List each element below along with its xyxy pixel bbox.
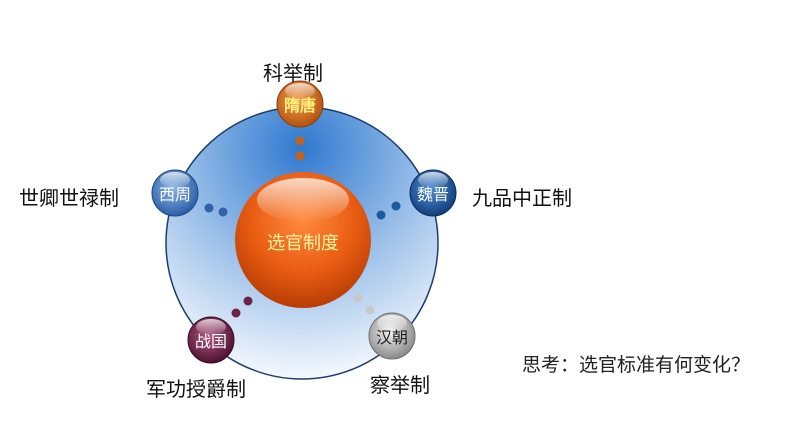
dots-sui-tang (295, 136, 305, 161)
node-warring-states: 战国 (187, 316, 235, 364)
node-sui-tang: 隋唐 (276, 80, 324, 128)
system-label-chaju: 察举制 (370, 373, 430, 397)
center-label: 选官制度 (267, 233, 339, 254)
node-label-wei-jin: 魏晋 (417, 185, 449, 204)
dots-wei-jin (376, 201, 401, 220)
system-label-shiqing: 世卿世禄制 (19, 186, 119, 210)
node-wei-jin: 魏晋 (409, 169, 457, 217)
node-label-han: 汉朝 (376, 328, 408, 347)
system-label-jungong: 军功授爵制 (146, 377, 246, 401)
node-han: 汉朝 (368, 312, 416, 360)
node-western-zhou: 西周 (151, 169, 199, 217)
node-label-western-zhou: 西周 (159, 185, 191, 204)
dots-warring-states (231, 296, 253, 318)
center-node: 选官制度 (235, 172, 371, 308)
node-label-warring-states: 战国 (195, 332, 227, 351)
system-label-keju: 科举制 (263, 61, 323, 85)
question-text: 思考：选官标准有何变化？ (522, 354, 751, 376)
system-label-jiupin: 九品中正制 (472, 186, 572, 210)
node-label-sui-tang: 隋唐 (284, 96, 316, 115)
dots-han (353, 293, 375, 315)
dots-western-zhou (204, 203, 228, 217)
